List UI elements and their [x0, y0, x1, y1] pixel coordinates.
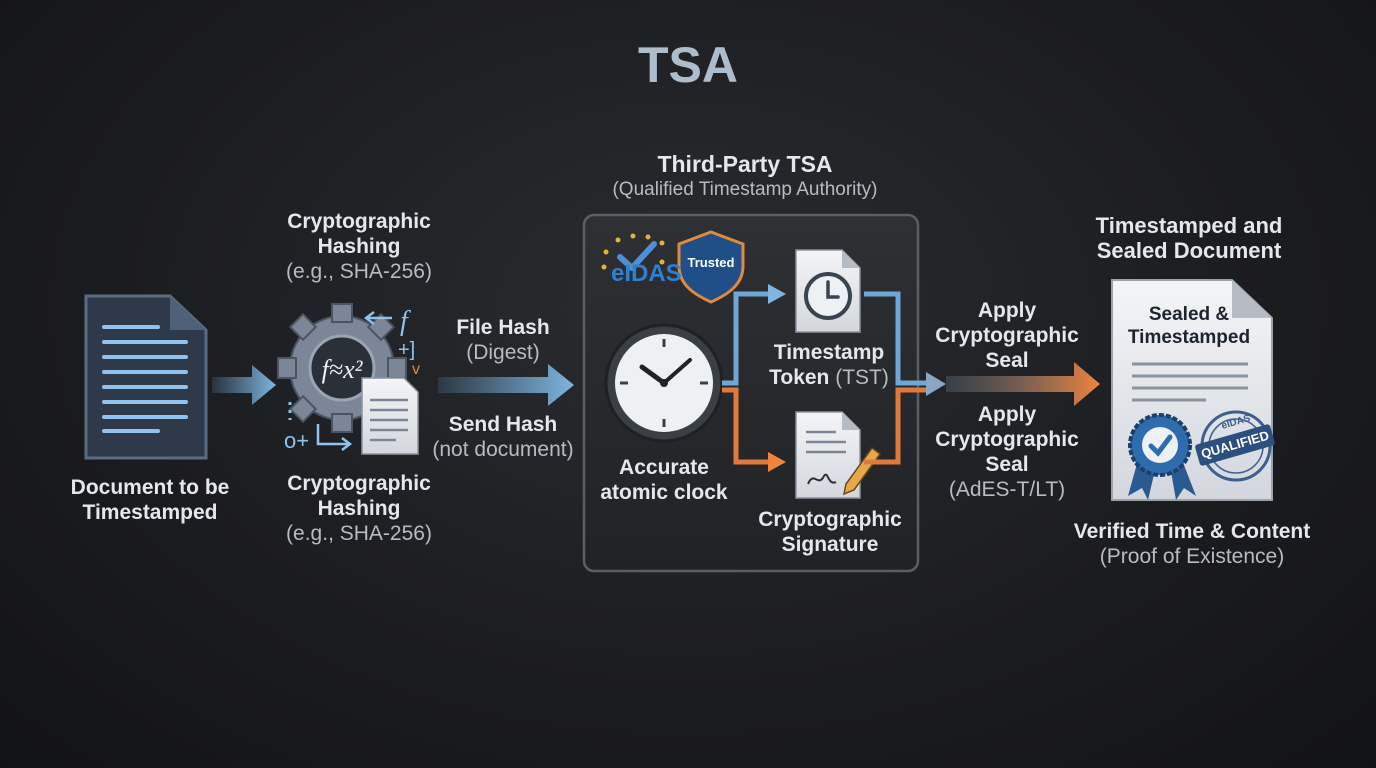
send-hash-label: Send Hash(not document): [432, 413, 574, 461]
trusted-shield-icon: [677, 230, 745, 304]
tsa-heading: Third-Party TSA(Qualified Timestamp Auth…: [612, 151, 878, 201]
clock-icon: [604, 323, 724, 443]
svg-text:f≈x²: f≈x²: [322, 355, 364, 384]
sealed-doc-label: Sealed &Timestamped: [1127, 304, 1251, 348]
verified-label: Verified Time & Content(Proof of Existen…: [1073, 520, 1311, 568]
svg-text:o+: o+: [284, 428, 309, 453]
branch-arrow-signature-head: [768, 452, 786, 472]
document-icon: [84, 294, 208, 460]
arrow-to-hash: [212, 365, 276, 405]
merge-arrow-head: [926, 372, 946, 396]
trusted-label: Trusted: [687, 255, 735, 270]
eidas-check-icon: [617, 241, 657, 271]
svg-text:+]: +]: [398, 339, 415, 361]
svg-text:f: f: [400, 306, 411, 337]
rosette-badge-icon: [1128, 413, 1196, 500]
branch-arrow-token: [722, 291, 770, 386]
arrow-to-tsa: [438, 364, 574, 406]
eidas-label: eIDAS: [611, 260, 682, 287]
page-title: TSA: [638, 37, 738, 93]
file-hash-label: File Hash(Digest): [456, 316, 550, 364]
token-label: Timestamp Token (TST): [769, 341, 889, 389]
branch-arrow-signature: [722, 387, 770, 465]
branch-arrow-token-head: [768, 284, 786, 304]
eidas-stars-icon: [601, 233, 665, 270]
merge-arrow-top: [864, 291, 930, 386]
svg-text:v: v: [412, 361, 420, 378]
timestamp-token-icon: [795, 249, 861, 333]
gear-hash-icon: f≈x² f +] v o+: [277, 303, 420, 455]
merge-arrow-bottom: [864, 387, 930, 465]
qualified-stamp-icon: [1195, 410, 1275, 482]
arrow-to-sealed-doc: [946, 362, 1100, 406]
